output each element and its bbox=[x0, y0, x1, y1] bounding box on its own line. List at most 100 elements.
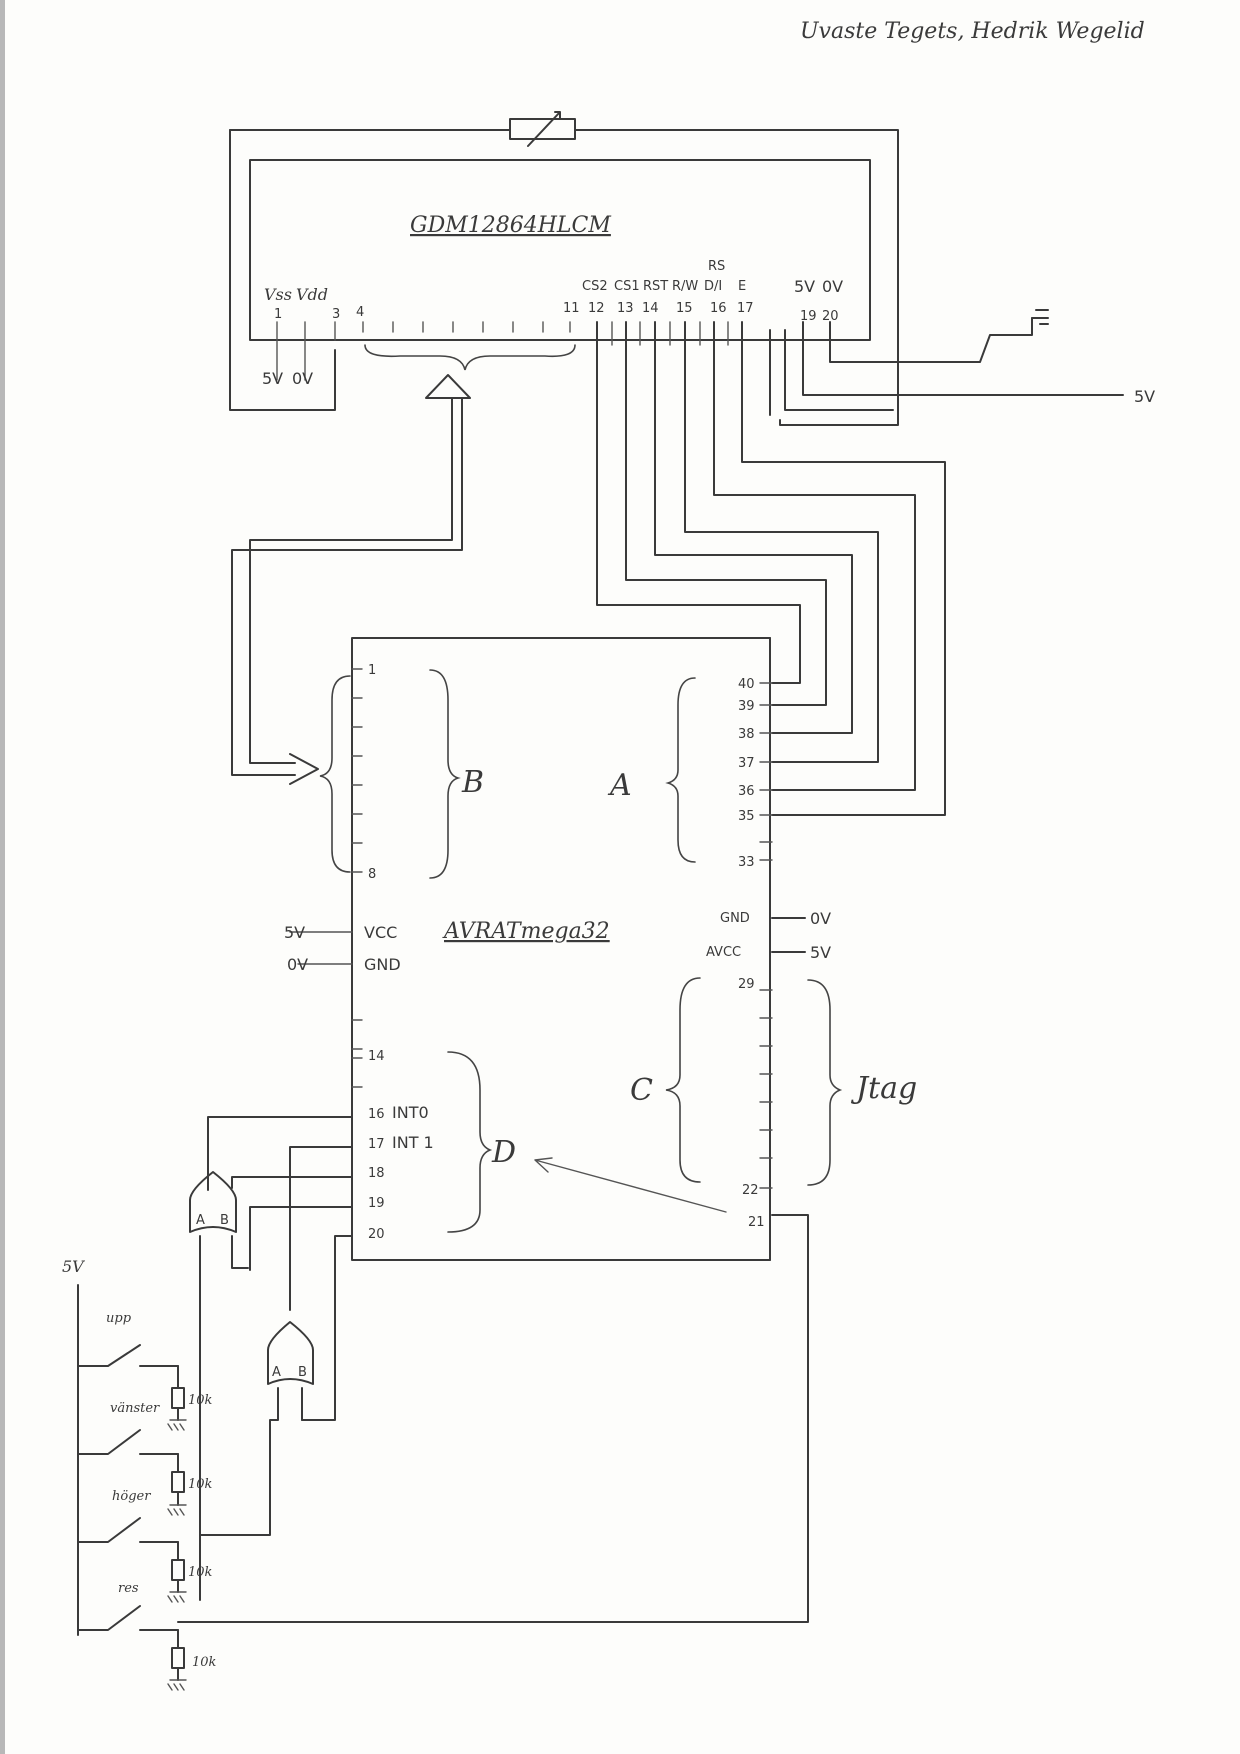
or-gate-int0 bbox=[189, 1171, 237, 1233]
mcu-port-d-ticks bbox=[351, 1057, 363, 1088]
resistor-3 bbox=[171, 1559, 185, 1581]
mcu-pin-1-label: 1 bbox=[368, 663, 376, 678]
mcu-pin-37-label: 37 bbox=[738, 756, 755, 771]
lcd-pin-16-label: 16 bbox=[710, 301, 727, 316]
lcd-pin-12-label: 12 bbox=[588, 301, 605, 316]
lcd-pin-13-label: 13 bbox=[617, 301, 634, 316]
wire-rs bbox=[713, 321, 916, 791]
gate2-input-wires bbox=[199, 1387, 303, 1536]
mcu-pin-gnd: GND bbox=[364, 955, 401, 974]
lcd-external-5v: 5V bbox=[1134, 387, 1155, 406]
wire-e bbox=[741, 321, 946, 816]
lcd-data-bus-brace bbox=[364, 344, 576, 371]
gate1-input-wires bbox=[199, 1235, 249, 1601]
wire-pin19 bbox=[249, 1206, 353, 1271]
wire-pin18 bbox=[231, 1176, 353, 1189]
lcd-pin-4-label: 4 bbox=[356, 305, 364, 320]
mcu-pin-18-label: 18 bbox=[368, 1166, 385, 1181]
wire-cs1 bbox=[625, 321, 827, 706]
lcd-pin-vss-label: Vss bbox=[264, 285, 292, 304]
resistor4-value: 10k bbox=[192, 1655, 217, 1670]
ground-2-icon bbox=[167, 1504, 187, 1516]
lcd-supply-5v: 5V bbox=[262, 369, 283, 388]
mcu-pin-29-label: 29 bbox=[738, 977, 755, 992]
potentiometer-arrow-icon bbox=[527, 111, 561, 147]
mcu-pin-38-label: 38 bbox=[738, 727, 755, 742]
mcu-pin-gnd-right: GND bbox=[720, 911, 750, 926]
lcd-pin-vdd-label: Vdd bbox=[296, 285, 328, 304]
mcu-right-5v: 5V bbox=[810, 943, 831, 962]
mcu-pin-vcc: VCC bbox=[364, 923, 397, 942]
ground-1-icon bbox=[167, 1419, 187, 1431]
mcu-pin-avcc: AVCC bbox=[706, 945, 741, 960]
mcu-pin-int0-label: INT0 bbox=[392, 1103, 429, 1122]
resistor1-value: 10k bbox=[188, 1393, 213, 1408]
lcd-name: GDM12864HLCM bbox=[410, 213, 611, 238]
button-up-label: upp bbox=[106, 1311, 132, 1326]
switch-res bbox=[77, 1605, 179, 1631]
mcu-pin-int1-label: INT 1 bbox=[392, 1133, 434, 1152]
lcd-signal-di: D/I bbox=[704, 279, 722, 294]
button-left-label: vänster bbox=[110, 1401, 160, 1416]
mcu-pin-21-label: 21 bbox=[748, 1215, 765, 1230]
mcu-pin-20-label: 20 bbox=[368, 1227, 385, 1242]
lcd-power-leads bbox=[276, 321, 336, 381]
lcd-pin-20-label: 20 bbox=[822, 309, 839, 324]
lcd-data-pin-ticks bbox=[362, 321, 571, 333]
port-d-label: D bbox=[491, 1135, 516, 1170]
wire-reset-pin21 bbox=[177, 1214, 809, 1623]
resistor3-value: 10k bbox=[188, 1565, 213, 1580]
port-c-label: C bbox=[630, 1073, 653, 1108]
lcd-signal-cs2: CS2 bbox=[582, 279, 608, 294]
mcu-pin-35-label: 35 bbox=[738, 809, 755, 824]
lcd-pin-14-label: 14 bbox=[642, 301, 659, 316]
wire-int0 bbox=[207, 1116, 353, 1191]
button-reset-label: res bbox=[118, 1581, 139, 1596]
wire-pin19-5v bbox=[802, 321, 1124, 396]
lcd-pin-shadow-leads bbox=[611, 321, 729, 346]
or-gate-int1 bbox=[267, 1321, 314, 1385]
mcu-gnd-supply: 0V bbox=[287, 955, 308, 974]
gate1-input-a: A bbox=[196, 1213, 205, 1228]
port-b-label: B bbox=[461, 765, 484, 800]
ground-3-icon bbox=[167, 1591, 187, 1603]
jtag-brace bbox=[807, 979, 843, 1186]
button-right-label: höger bbox=[112, 1489, 151, 1504]
gate2-input-a: A bbox=[272, 1365, 281, 1380]
lcd-pin-17-label: 17 bbox=[737, 301, 754, 316]
mcu-pin-22-label: 22 bbox=[742, 1183, 759, 1198]
resistor-2 bbox=[171, 1471, 185, 1493]
button-supply-label: 5V bbox=[62, 1257, 85, 1276]
lcd-supply-0v: 0V bbox=[292, 369, 313, 388]
lcd-signal-e: E bbox=[738, 279, 746, 294]
port-b-left-brace bbox=[319, 675, 351, 873]
mcu-pin-16-label: 16 bbox=[368, 1107, 385, 1122]
lcd-signal-cs1: CS1 bbox=[614, 279, 640, 294]
port-a-label: A bbox=[607, 768, 632, 803]
lcd-pin-15-label: 15 bbox=[676, 301, 693, 316]
lcd-signal-0v: 0V bbox=[822, 277, 843, 296]
gate2-input-b: B bbox=[298, 1365, 307, 1380]
wire-pin20 bbox=[301, 1235, 353, 1421]
wire-int1 bbox=[289, 1146, 353, 1311]
wire-rst bbox=[654, 321, 853, 734]
ground-4-icon bbox=[167, 1679, 187, 1691]
authors-text: Uvaste Tegets, Hedrik Wegelid bbox=[800, 19, 1145, 44]
mcu-vcc-supply: 5V bbox=[284, 923, 305, 942]
ground-symbol-icon bbox=[1031, 309, 1049, 325]
lcd-outer-frame-top bbox=[229, 129, 899, 426]
mcu-pin-17-label: 17 bbox=[368, 1137, 385, 1152]
switch-vanster bbox=[77, 1429, 179, 1455]
mcu-pin-14-label: 14 bbox=[368, 1049, 385, 1064]
lcd-pin-1-label: 1 bbox=[274, 307, 282, 322]
wire-pin19-20-frame bbox=[769, 329, 894, 416]
mcu-pin-19-label: 19 bbox=[368, 1196, 385, 1211]
bus-arrow-icon bbox=[425, 374, 471, 399]
lcd-pin-11-label: 11 bbox=[563, 301, 580, 316]
contrast-potentiometer bbox=[509, 118, 576, 140]
wire-cs2 bbox=[596, 321, 801, 684]
mcu-right-pin-ticks bbox=[759, 682, 773, 861]
mcu-pin-33-label: 33 bbox=[738, 855, 755, 870]
